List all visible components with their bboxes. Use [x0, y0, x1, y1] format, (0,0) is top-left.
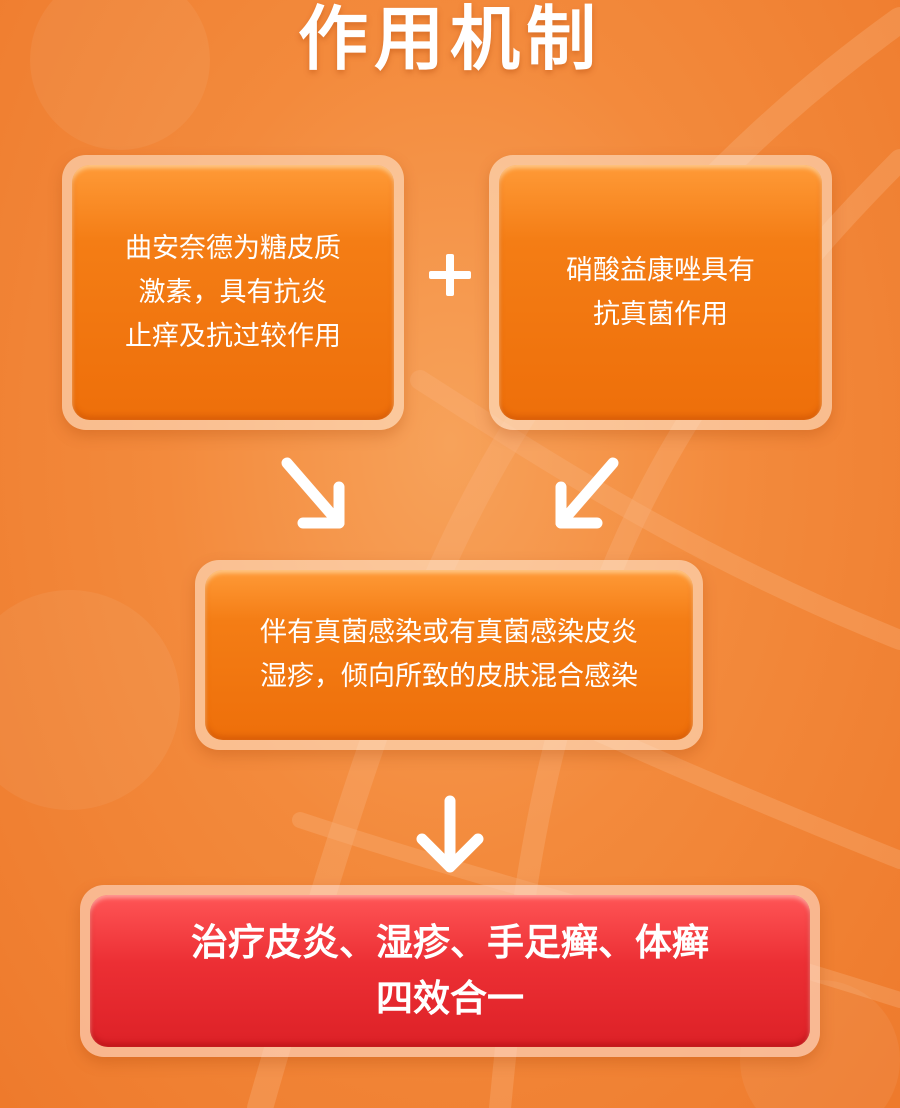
econazole-line: 硝酸益康唑具有	[566, 254, 755, 286]
plus-icon	[429, 254, 471, 296]
triamcinolone-box: 曲安奈德为糖皮质 激素，具有抗炎 止痒及抗过较作用	[62, 155, 404, 430]
treatment-result-text: 治疗皮炎、湿疹、手足癣、体癣 四效合一	[90, 895, 810, 1047]
arrow-down-left-icon	[555, 457, 619, 529]
triamcinolone-line: 止痒及抗过较作用	[125, 320, 341, 352]
arrow-down-icon	[416, 795, 484, 873]
mixed-infection-box: 伴有真菌感染或有真菌感染皮炎 湿疹，倾向所致的皮肤混合感染	[195, 560, 703, 750]
mixed-infection-text: 伴有真菌感染或有真菌感染皮炎 湿疹，倾向所致的皮肤混合感染	[205, 570, 693, 740]
triamcinolone-line: 曲安奈德为糖皮质	[125, 232, 341, 264]
triamcinolone-line: 激素，具有抗炎	[138, 276, 328, 308]
page-title: 作用机制	[298, 0, 602, 80]
arrow-down-right-icon	[281, 457, 345, 529]
triamcinolone-text: 曲安奈德为糖皮质 激素，具有抗炎 止痒及抗过较作用	[72, 165, 394, 420]
mixed-infection-line: 伴有真菌感染或有真菌感染皮炎	[260, 617, 638, 648]
treatment-result-line: 治疗皮炎、湿疹、手足癣、体癣	[191, 921, 709, 964]
treatment-result-box: 治疗皮炎、湿疹、手足癣、体癣 四效合一	[80, 885, 820, 1057]
econazole-text: 硝酸益康唑具有 抗真菌作用	[499, 165, 822, 420]
mixed-infection-line: 湿疹，倾向所致的皮肤混合感染	[260, 661, 638, 692]
econazole-line: 抗真菌作用	[593, 298, 728, 330]
econazole-box: 硝酸益康唑具有 抗真菌作用	[489, 155, 832, 430]
treatment-result-line: 四效合一	[376, 977, 524, 1020]
